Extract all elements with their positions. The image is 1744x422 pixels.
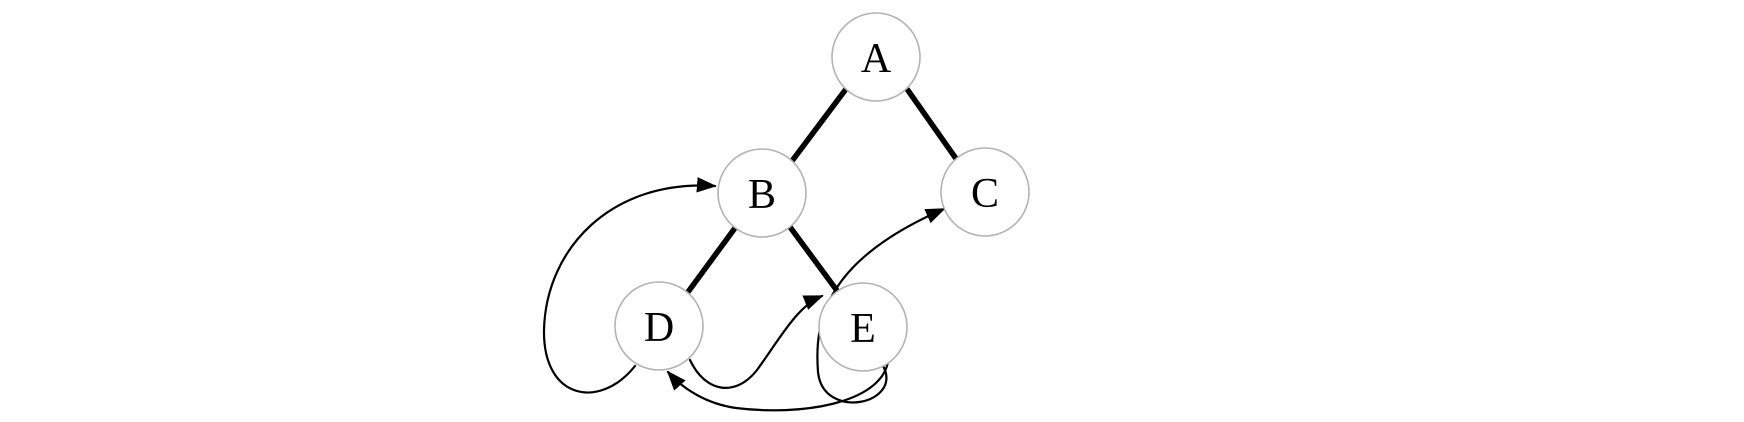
graph-node-e[interactable]: E: [818, 282, 908, 372]
node-circle-b[interactable]: [717, 148, 807, 238]
edge-a-c: [904, 87, 960, 162]
edge-a-b: [789, 87, 849, 163]
edge-e-to-c: [816, 207, 946, 404]
graph-node-c[interactable]: C: [940, 147, 1030, 237]
tree-edge-layer: [685, 87, 960, 294]
node-circle-d[interactable]: [614, 281, 704, 371]
node-circle-a[interactable]: [831, 12, 921, 102]
edge-d-to-b: [542, 177, 717, 394]
edge-e-to-d: [666, 360, 890, 412]
node-label-a: A: [861, 36, 892, 82]
node-layer: A B C D E: [614, 12, 1030, 372]
cross-edge-layer: [542, 177, 946, 412]
edge-b-d: [685, 226, 738, 294]
node-label-e: E: [850, 306, 876, 352]
graph-node-d[interactable]: D: [614, 281, 704, 371]
node-label-d: D: [644, 305, 674, 351]
graph-node-b[interactable]: B: [717, 148, 807, 238]
node-circle-c[interactable]: [940, 147, 1030, 237]
edge-d-to-e: [688, 294, 824, 389]
graph-node-a[interactable]: A: [831, 12, 921, 102]
node-label-c: C: [971, 171, 999, 217]
edge-b-e: [787, 225, 841, 294]
node-label-b: B: [748, 172, 776, 218]
node-circle-e[interactable]: [818, 282, 908, 372]
